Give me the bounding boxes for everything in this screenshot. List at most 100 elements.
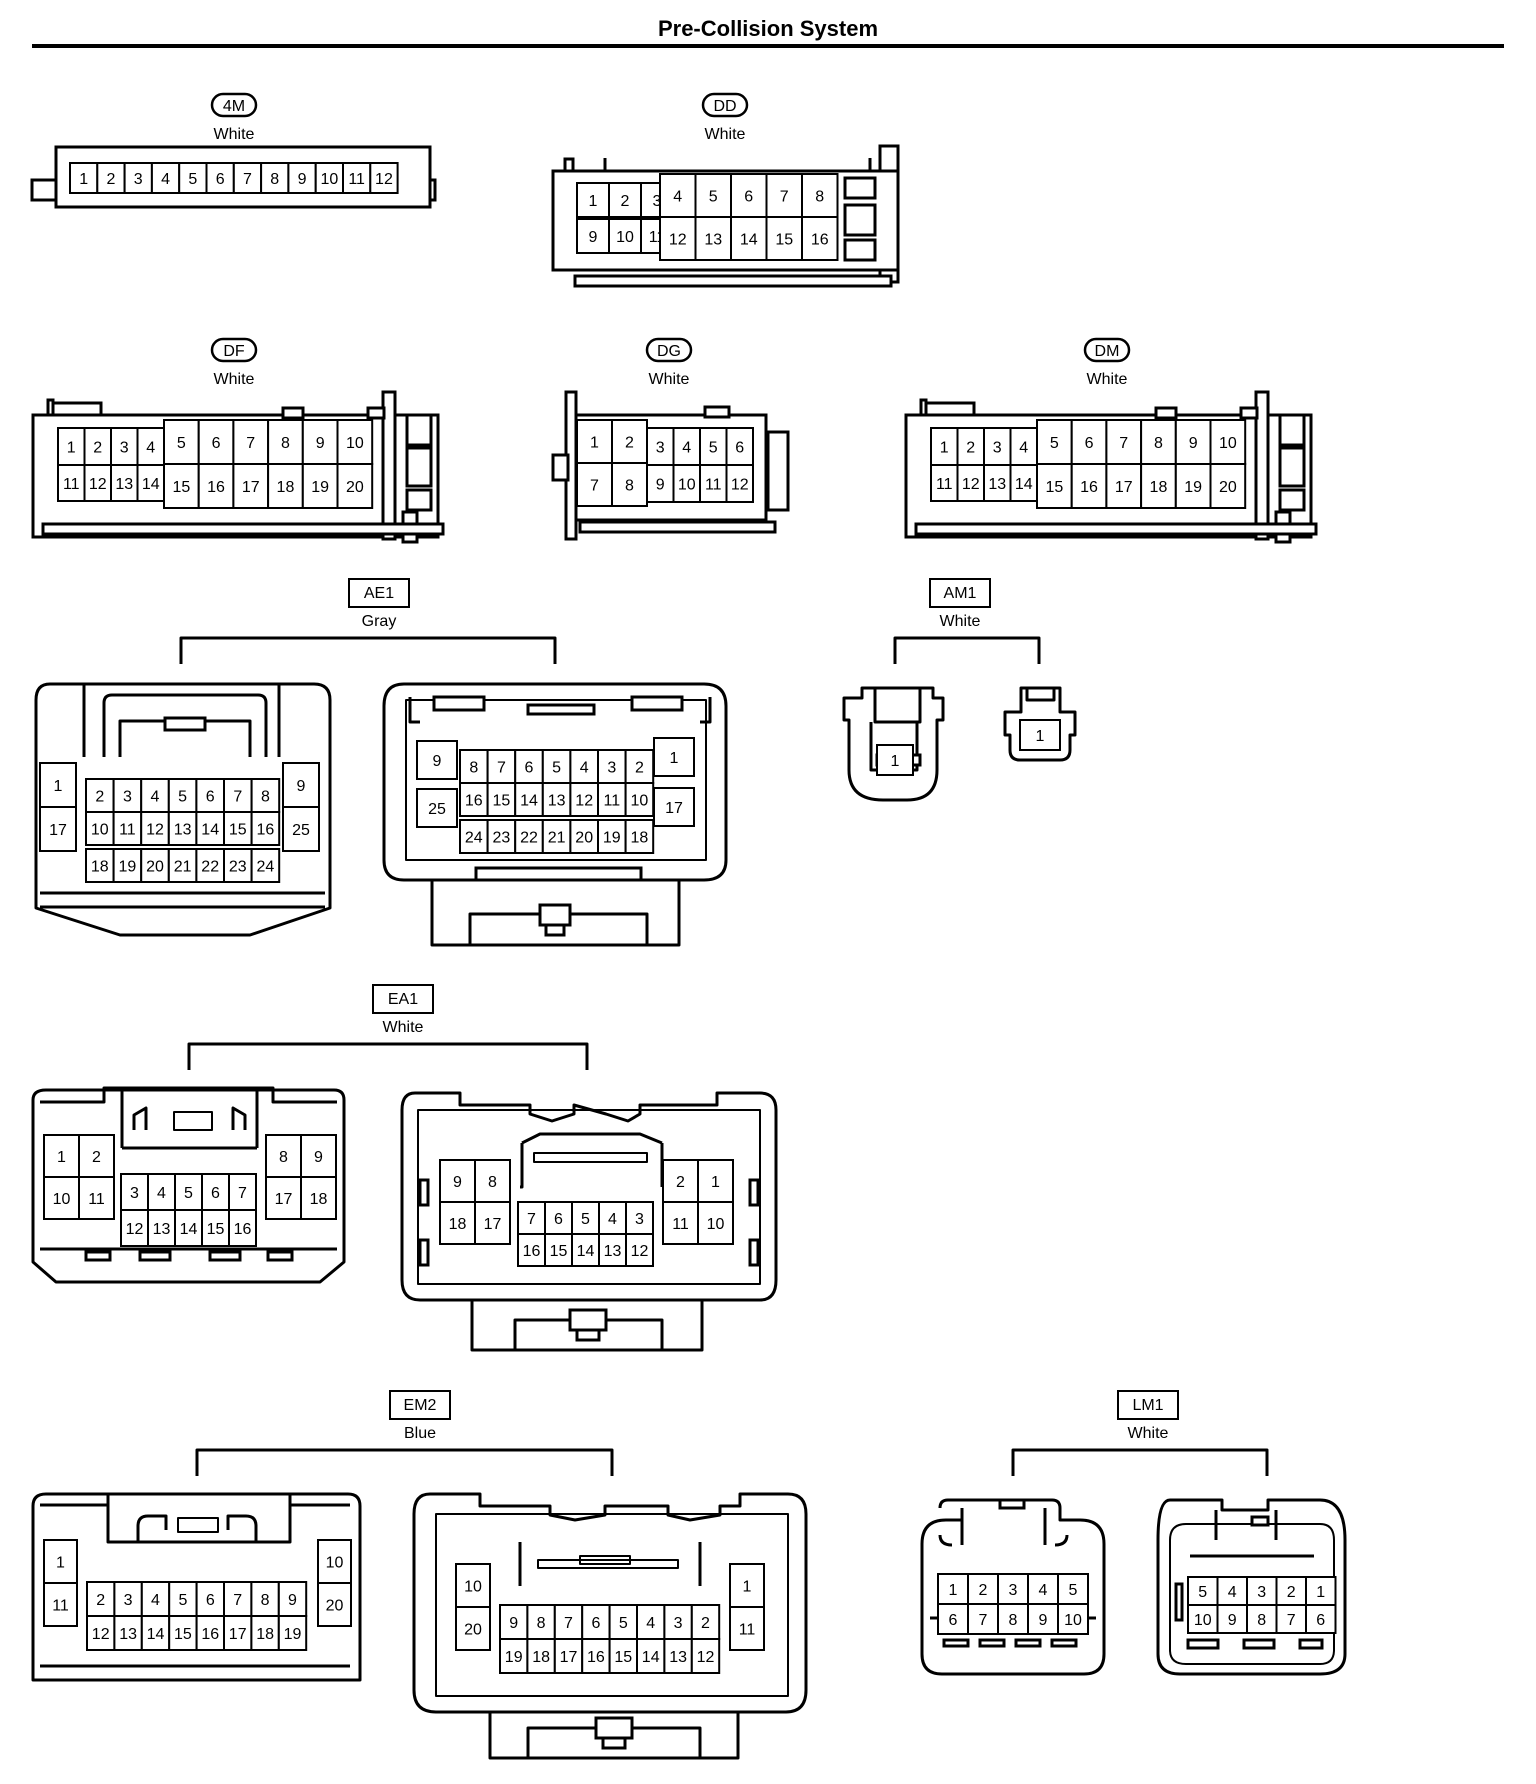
pin-cell — [416, 788, 458, 828]
pin-cell — [178, 162, 208, 194]
pin-number: 8 — [261, 1592, 270, 1609]
pin-number: 7 — [238, 1185, 247, 1202]
pin-number: 3 — [1009, 1582, 1018, 1599]
pin-number: 11 — [348, 171, 365, 188]
pin-cell — [459, 819, 489, 854]
pin-number: 11 — [705, 477, 722, 494]
pin-cell — [336, 463, 374, 509]
pin-number: 8 — [281, 435, 290, 452]
pin-cell — [611, 419, 648, 464]
pin-number: 2 — [1287, 1584, 1296, 1601]
pin-number: 3 — [1257, 1584, 1266, 1601]
pin-number: 3 — [607, 760, 616, 777]
pin-number: 14 — [1015, 476, 1033, 493]
pin-cell — [228, 1209, 257, 1247]
pin-cell — [930, 464, 959, 502]
pin-cell — [517, 1233, 546, 1267]
pin-cell — [1140, 419, 1177, 465]
connector-color: White — [214, 371, 255, 388]
connector-color: Blue — [404, 1425, 436, 1442]
pin-number: 5 — [709, 189, 718, 206]
pin-cell — [571, 1233, 600, 1267]
pin-number: 12 — [89, 476, 107, 493]
pin-number: 10 — [346, 435, 364, 452]
pin-number: 19 — [284, 1626, 302, 1643]
connector-id-box — [389, 1390, 451, 1420]
pin-number: 2 — [106, 171, 115, 188]
pin-cell — [1305, 1604, 1337, 1634]
connector-id: AE1 — [364, 585, 394, 602]
pin-number: 13 — [174, 822, 192, 839]
pin-cell — [369, 162, 399, 194]
pin-number: 9 — [1039, 1612, 1048, 1629]
connector-color: White — [214, 126, 255, 143]
pin-number: 24 — [465, 830, 483, 847]
pin-cell — [1105, 463, 1143, 509]
pin-number: 8 — [537, 1615, 546, 1632]
pin-number: 7 — [233, 789, 242, 806]
connector-color: White — [383, 1019, 424, 1036]
pin-cell — [937, 1603, 969, 1635]
pin-number: 11 — [52, 1598, 69, 1615]
pin-cell — [956, 464, 985, 502]
pin-number: 8 — [488, 1174, 497, 1191]
pin-number: 10 — [53, 1191, 71, 1208]
pin-number: 20 — [346, 479, 364, 496]
pin-number: 6 — [735, 440, 744, 457]
pin-number: 15 — [174, 1626, 192, 1643]
pin-number: 12 — [697, 1649, 715, 1666]
connector-id: DM — [1095, 343, 1120, 360]
pin-number: 12 — [92, 1626, 110, 1643]
pin-cell — [569, 819, 600, 854]
pin-cell — [474, 1201, 511, 1245]
pin-number: 12 — [126, 1221, 144, 1238]
pin-cell — [514, 782, 544, 817]
pin-cell — [699, 464, 728, 503]
pin-number: 9 — [1189, 435, 1198, 452]
pin-number: 11 — [603, 793, 620, 810]
connector-bracket — [893, 636, 1041, 664]
pin-number: 11 — [119, 822, 136, 839]
pin-number: 6 — [211, 1185, 220, 1202]
pin-number: 1 — [891, 753, 900, 770]
pin-cell — [1070, 419, 1108, 465]
pin-number: 14 — [520, 793, 538, 810]
pin-number: 16 — [811, 232, 829, 249]
pin-cell — [697, 1201, 734, 1245]
pin-number: 5 — [1050, 435, 1059, 452]
pin-cell — [223, 1615, 253, 1651]
pin-number: 11 — [672, 1216, 689, 1233]
pin-number: 18 — [277, 479, 295, 496]
pin-number: 18 — [1150, 479, 1168, 496]
pin-cell — [163, 463, 200, 509]
pin-number: 22 — [201, 859, 219, 876]
pin-cell — [967, 1573, 999, 1605]
pin-cell — [690, 1638, 721, 1674]
pin-number: 7 — [780, 189, 789, 206]
pin-cell — [598, 1233, 627, 1267]
connector-id-box — [348, 578, 410, 608]
pin-number: 6 — [1085, 435, 1094, 452]
pin-cell — [597, 782, 627, 817]
connector-id: DF — [223, 343, 245, 360]
pin-number: 20 — [146, 859, 164, 876]
connector-color: Gray — [362, 613, 397, 630]
pin-number: 6 — [744, 189, 753, 206]
pin-cell — [140, 1581, 171, 1617]
page-title: Pre-Collision System — [657, 16, 879, 41]
pin-number: 10 — [1194, 1612, 1212, 1629]
pin-number: 2 — [635, 760, 644, 777]
connector-id-box — [929, 578, 991, 608]
pin-cell — [576, 218, 610, 254]
pin-number: 6 — [1316, 1612, 1325, 1629]
pin-cell — [250, 848, 281, 883]
pin-number: 6 — [206, 789, 215, 806]
pin-number: 17 — [275, 1191, 293, 1208]
pin-number: 15 — [614, 1649, 632, 1666]
pin-number: 16 — [207, 479, 225, 496]
pin-cell — [140, 1615, 171, 1651]
pin-number: 2 — [95, 789, 104, 806]
pin-number: 9 — [509, 1615, 518, 1632]
pin-number: 8 — [270, 171, 279, 188]
